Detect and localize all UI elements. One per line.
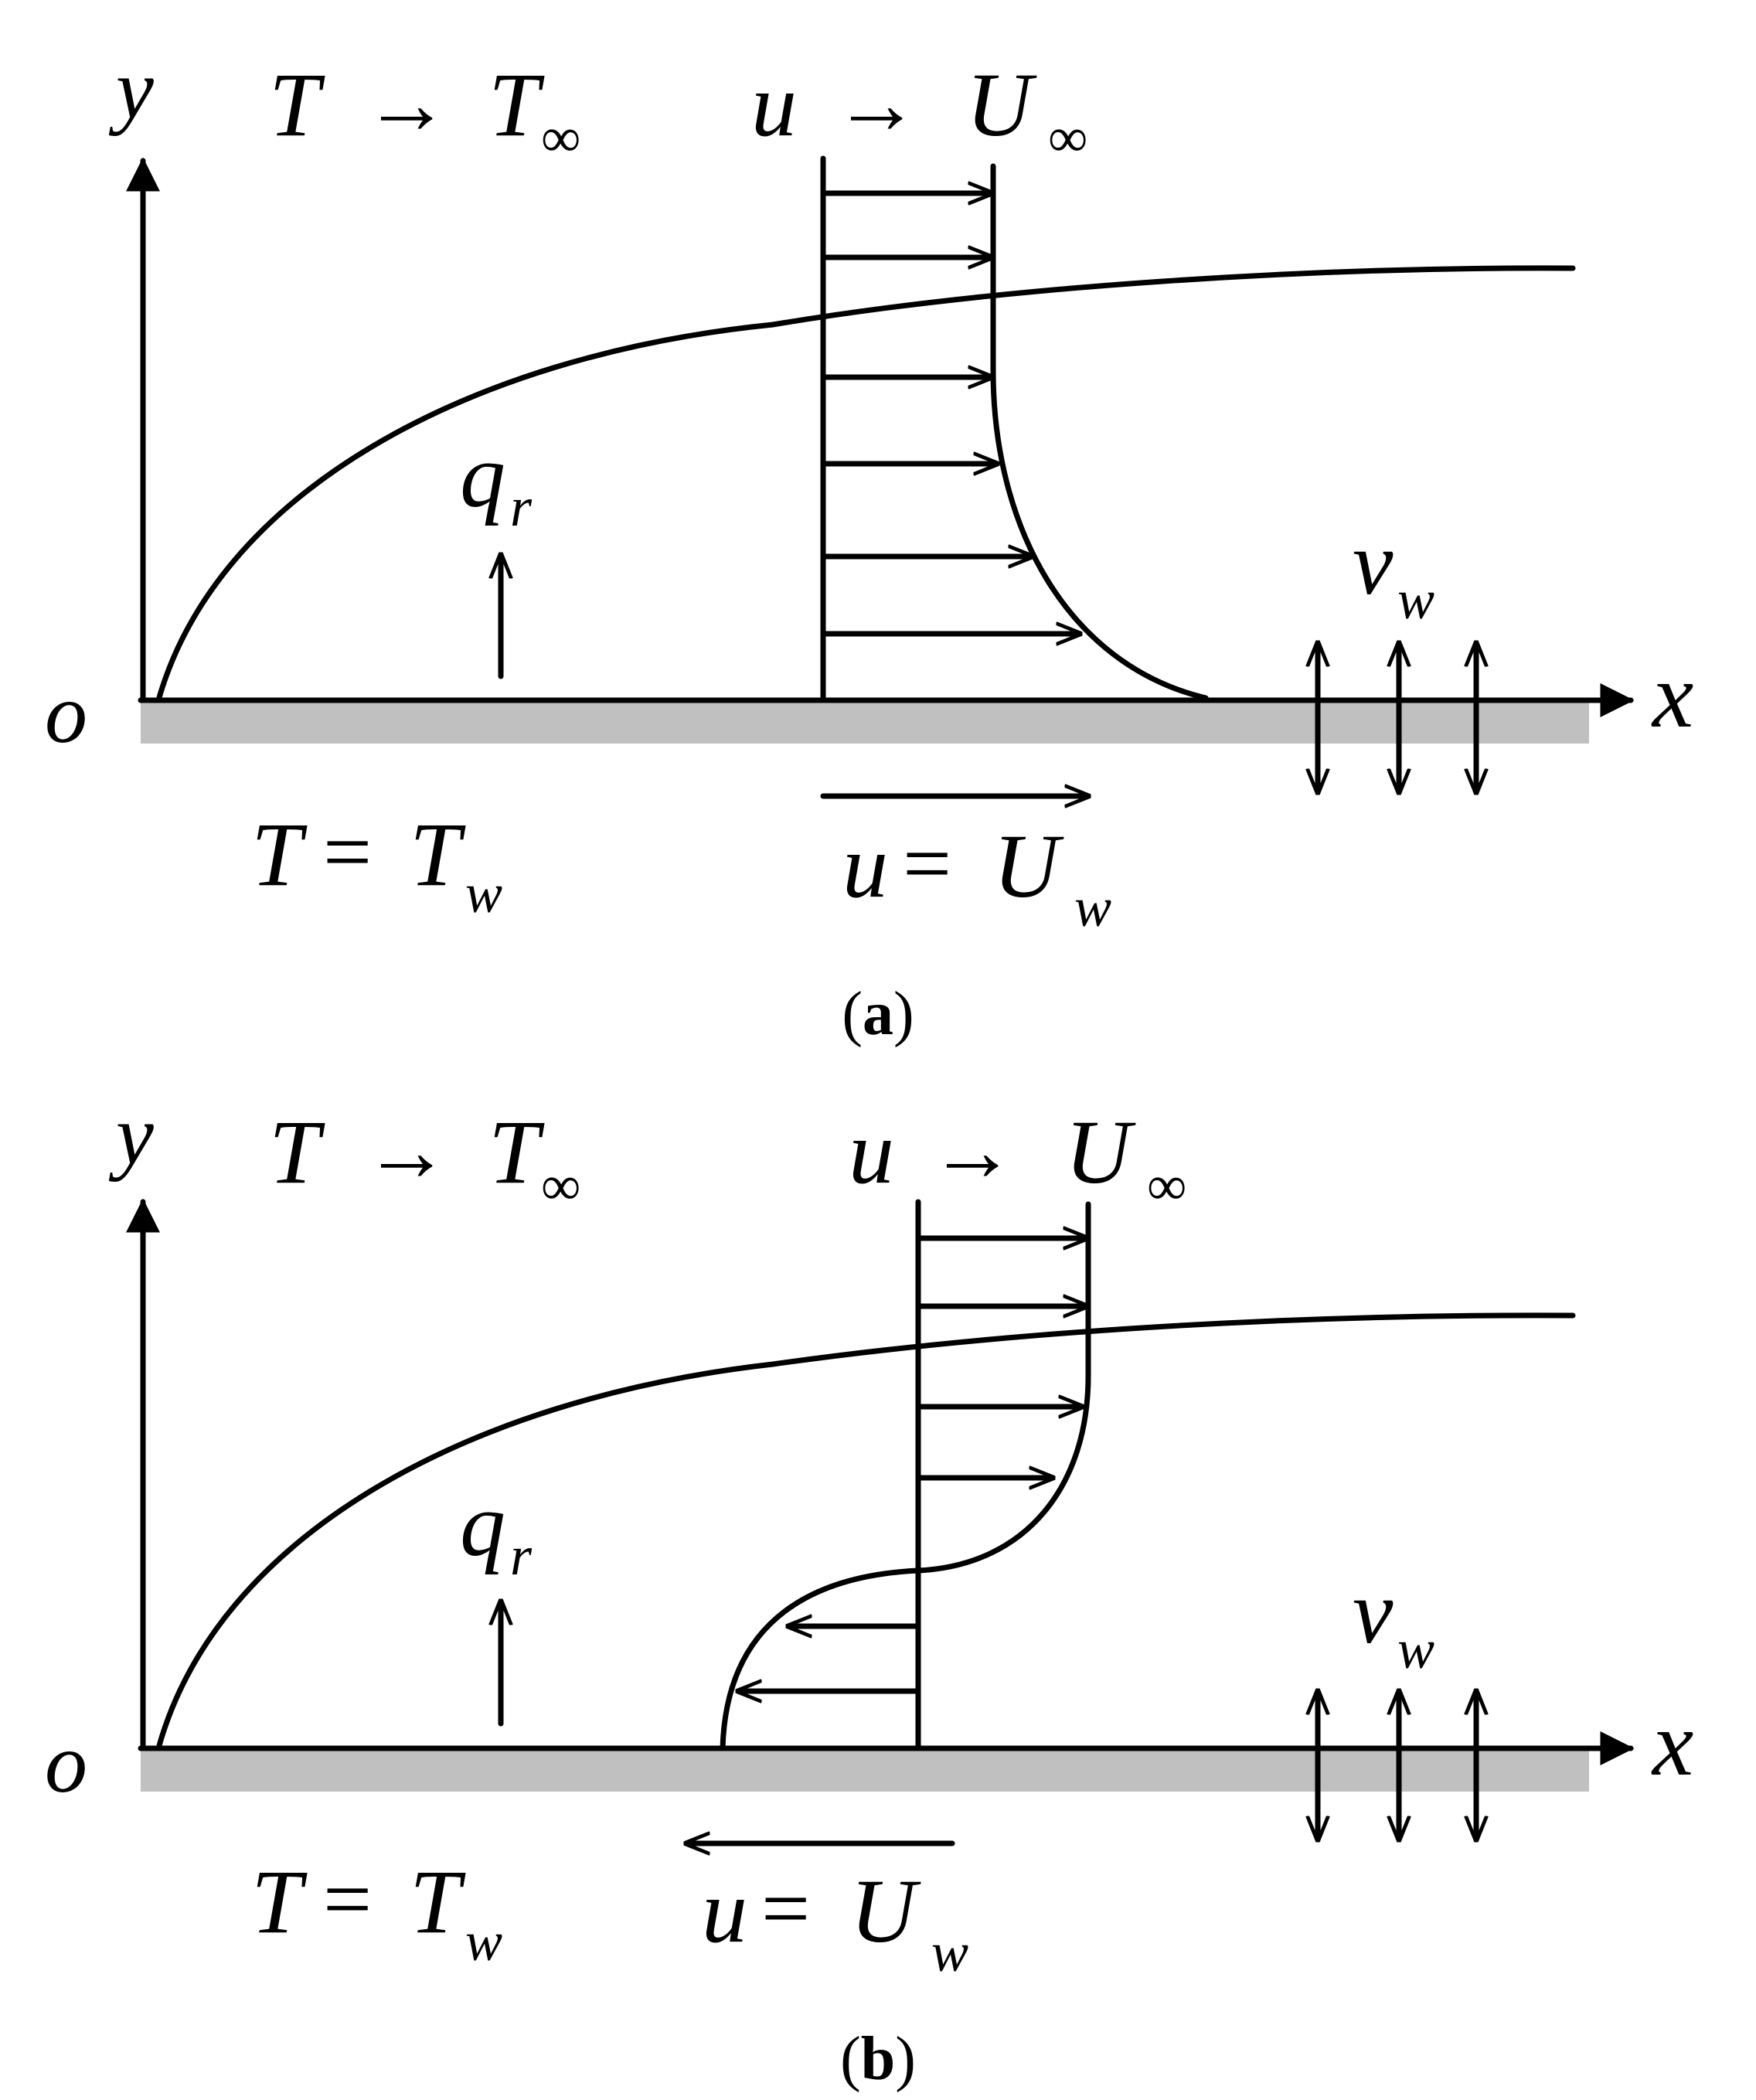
panel-a: y x o T → T ∞ u → U ∞ [45, 42, 1693, 1048]
suction-symbol: v [1353, 512, 1394, 614]
origin-label: o [45, 1716, 87, 1810]
plate [141, 700, 1589, 744]
suction-sub: w [1397, 1618, 1434, 1680]
velocity-profile-arrows [820, 193, 1083, 634]
y-axis-label: y [108, 1087, 154, 1182]
caption-a: (a) [842, 980, 914, 1048]
far-vel-arrow: → [833, 56, 920, 152]
far-temp-sub: ∞ [541, 1155, 580, 1217]
caption-b: (b) [840, 2025, 916, 2093]
wall-temperature: T = T w [251, 804, 502, 924]
wall-temp-rhs: T [410, 804, 466, 905]
far-vel-rhs: U [1065, 1101, 1136, 1203]
wall-velocity: u = U w [702, 1860, 968, 1983]
wall-vel-sub: w [1074, 876, 1111, 938]
wall-temp-lhs: T [251, 1851, 308, 1952]
wall-temp-sub: w [465, 863, 502, 924]
far-field-velocity: u → U ∞ [751, 54, 1087, 168]
wall-vel-lhs: u [702, 1860, 747, 1962]
wall-vel-rhs: U [993, 815, 1064, 917]
wall-vel-rhs: U [850, 1860, 921, 1962]
wall-suction: v w [1318, 512, 1476, 795]
far-temp-arrow: → [363, 56, 450, 152]
velocity-profile-curve [990, 163, 1209, 701]
radiation-sub: r [510, 1525, 533, 1587]
radiation-symbol: q [460, 425, 505, 526]
wall-temp-rhs: T [410, 1851, 466, 1952]
panel-b: y x o T → T ∞ u → U ∞ q r [45, 1087, 1693, 2093]
wall-temp-lhs: T [251, 804, 308, 905]
far-vel-arrow: → [929, 1104, 1016, 1200]
x-axis-label: x [1651, 644, 1693, 747]
wall-temperature: T = T w [251, 1851, 502, 1972]
far-temp-rhs: T [488, 1101, 545, 1203]
wall-vel-lhs: u [842, 815, 888, 917]
far-temp-lhs: T [269, 1101, 325, 1203]
wall-temp-sub: w [465, 1911, 502, 1972]
far-vel-rhs: U [966, 54, 1037, 155]
boundary-layer-edge [155, 1312, 1576, 1751]
velocity-profile-arrows [735, 1238, 1090, 1691]
radiation-symbol: q [460, 1474, 505, 1575]
boundary-layer-edge [155, 265, 1576, 703]
y-axis-label: y [108, 42, 154, 136]
velocity-profile-curve [720, 1201, 1091, 1751]
far-temp-lhs: T [269, 54, 325, 155]
wall-suction: v w [1318, 1561, 1476, 1843]
far-vel-sub: ∞ [1048, 107, 1087, 168]
far-vel-lhs: u [751, 54, 797, 155]
far-vel-lhs: u [849, 1101, 894, 1203]
radiation-sub: r [510, 476, 533, 538]
suction-sub: w [1397, 569, 1434, 631]
far-temp-arrow: → [363, 1104, 450, 1200]
plate [141, 1748, 1589, 1792]
far-temp-rhs: T [488, 54, 545, 155]
wall-velocity: u = U w [842, 815, 1111, 938]
far-temp-sub: ∞ [541, 107, 580, 168]
radiation-flux: q r [460, 425, 533, 679]
origin-label: o [45, 666, 87, 761]
wall-temp-eq: = [323, 1852, 372, 1948]
x-axis-label: x [1651, 1692, 1693, 1795]
wall-vel-eq: = [903, 816, 951, 912]
far-field-temperature: T → T ∞ [269, 54, 580, 168]
suction-symbol: v [1353, 1561, 1394, 1663]
radiation-flux: q r [460, 1474, 533, 1727]
far-field-velocity: u → U ∞ [849, 1101, 1186, 1217]
far-vel-sub: ∞ [1147, 1155, 1186, 1217]
far-field-temperature: T → T ∞ [269, 1101, 580, 1217]
wall-vel-sub: w [931, 1921, 968, 1983]
wall-temp-eq: = [323, 805, 372, 900]
wall-vel-eq: = [761, 1861, 810, 1957]
